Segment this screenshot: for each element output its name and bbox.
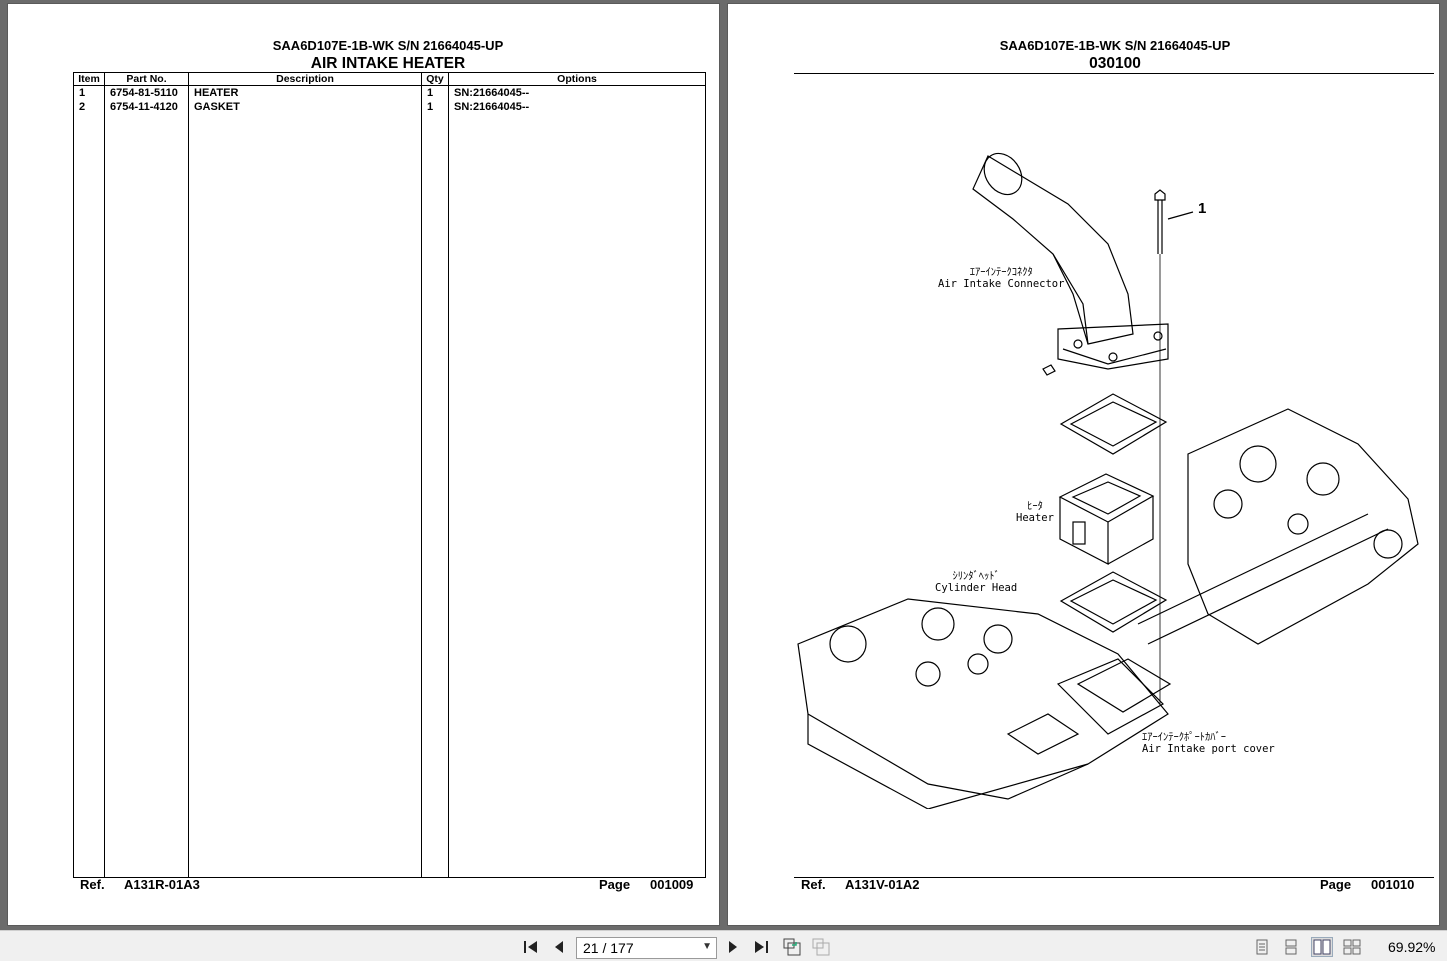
cylinder-head-label: ｼﾘﾝﾀﾞﾍｯﾄﾞ Cylinder Head	[935, 570, 1017, 594]
description-cell: GASKET	[188, 100, 422, 114]
heater-label: ﾋｰﾀ Heater	[1016, 500, 1054, 524]
section-title: AIR INTAKE HEATER	[310, 55, 466, 72]
model-header: SAA6D107E-1B-WK S/N 21664045-UP	[272, 38, 504, 53]
last-page-icon[interactable]	[750, 937, 772, 957]
heater-en-label: Heater	[1016, 512, 1054, 524]
table-row: 2 6754-11-4120 GASKET 1 SN:21664045--	[73, 100, 706, 114]
ref-code: A131R-01A3	[124, 877, 200, 892]
portcover-jp-label: ｴｱｰｲﾝﾃｰｸﾎﾟｰﾄｶﾊﾞｰ	[1142, 731, 1226, 743]
heater-jp-label: ﾋｰﾀ	[1027, 500, 1043, 512]
page-number: 001009	[650, 877, 694, 892]
table-filler	[73, 114, 706, 878]
zoom-level[interactable]: 69.92%	[1388, 939, 1436, 955]
cylinder-jp-label: ｼﾘﾝﾀﾞﾍｯﾄﾞ	[952, 570, 1000, 582]
portcover-en-label: Air Intake port cover	[1142, 743, 1275, 755]
page-label: Page	[1320, 877, 1352, 892]
port-cover-drawing	[1076, 658, 1172, 713]
options-cell: SN:21664045--	[448, 100, 706, 114]
bolt-drawing	[1154, 189, 1194, 704]
header-divider	[794, 73, 1434, 74]
cylinder-head-left-drawing	[797, 598, 1169, 809]
cylinder-en-label: Cylinder Head	[935, 582, 1018, 594]
exploded-parts-diagram	[797, 152, 1419, 809]
heater-drawing	[1058, 473, 1155, 565]
ref-label: Ref.	[801, 877, 826, 892]
two-page-icon[interactable]	[1311, 937, 1333, 957]
column-header-item: Item	[73, 72, 105, 86]
next-page-icon[interactable]	[722, 937, 744, 957]
page-label: Page	[599, 877, 631, 892]
chevron-down-icon[interactable]: ▼	[702, 941, 712, 952]
figure-number: 030100	[1089, 55, 1141, 72]
column-header-qty: Qty	[421, 72, 449, 86]
connector-jp-label: ｴｱｰｲﾝﾃｰｸｺﾈｸﾀ	[969, 266, 1033, 278]
qty-cell: 1	[421, 85, 449, 100]
item-1-callout: 1	[1198, 200, 1207, 217]
column-header-options: Options	[448, 72, 706, 86]
options-cell: SN:21664045--	[448, 85, 706, 100]
item-cell: 2	[73, 100, 105, 114]
page-indicator: 21 / 177	[583, 940, 634, 956]
continuous-icon[interactable]	[1280, 937, 1302, 957]
item-cell: 1	[73, 85, 105, 100]
column-header-description: Description	[188, 72, 422, 86]
page-number-input[interactable]: 21 / 177 ▼	[576, 937, 717, 959]
document-viewer[interactable]: SAA6D107E-1B-WK S/N 21664045-UP AIR INTA…	[0, 0, 1447, 930]
table-row: 1 6754-81-5110 HEATER 1 SN:21664045--	[73, 85, 706, 100]
connector-en-label: Air Intake Connector	[938, 278, 1065, 290]
ref-label: Ref.	[80, 877, 105, 892]
rotate-icon[interactable]	[781, 937, 803, 957]
air-intake-connector-label: ｴｱｰｲﾝﾃｰｸｺﾈｸﾀ Air Intake Connector	[938, 266, 1064, 290]
lower-gasket-drawing	[1059, 571, 1168, 633]
parts-table: Item Part No. Description Qty Options 1 …	[73, 72, 706, 878]
description-cell: HEATER	[188, 85, 422, 100]
part-no-cell: 6754-11-4120	[104, 100, 189, 114]
navigation-toolbar: 21 / 177 ▼ 69.92%	[0, 930, 1447, 961]
diagram-page: SAA6D107E-1B-WK S/N 21664045-UP 030100	[727, 3, 1440, 926]
qty-cell: 1	[421, 100, 449, 114]
page-number: 001010	[1371, 877, 1415, 892]
first-page-icon[interactable]	[520, 937, 542, 957]
column-header-part-no: Part No.	[104, 72, 189, 86]
parts-list-page: SAA6D107E-1B-WK S/N 21664045-UP AIR INTA…	[7, 3, 720, 926]
previous-page-icon[interactable]	[548, 937, 570, 957]
cylinder-head-right-drawing	[1137, 408, 1419, 645]
model-header: SAA6D107E-1B-WK S/N 21664045-UP	[999, 38, 1231, 53]
port-cover-label: ｴｱｰｲﾝﾃｰｸﾎﾟｰﾄｶﾊﾞｰ Air Intake port cover	[1142, 731, 1275, 755]
ref-code: A131V-01A2	[845, 877, 920, 892]
part-no-cell: 6754-81-5110	[104, 85, 189, 100]
table-header-row: Item Part No. Description Qty Options	[73, 72, 706, 86]
air-intake-connector-drawing	[972, 152, 1169, 376]
footer-divider	[794, 877, 1434, 878]
upper-gasket-drawing	[1059, 393, 1168, 455]
two-page-continuous-icon[interactable]	[1341, 937, 1363, 957]
single-page-icon[interactable]	[1251, 937, 1273, 957]
rotate-disabled-icon[interactable]	[810, 937, 832, 957]
